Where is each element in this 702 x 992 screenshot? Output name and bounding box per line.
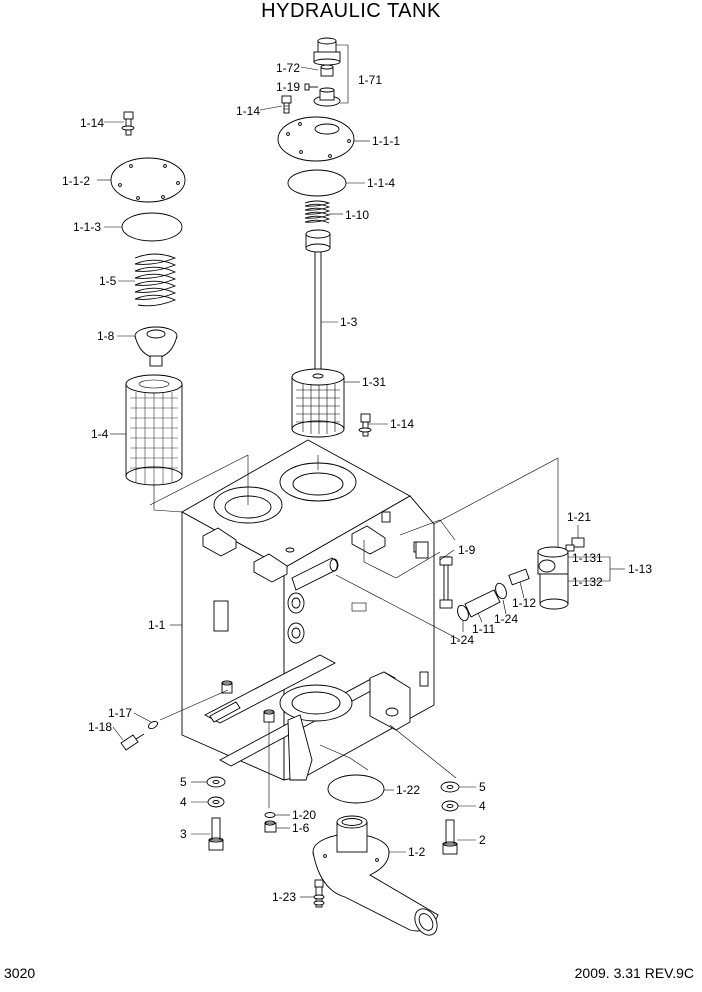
cover-plate-1-1-2 (110, 157, 186, 203)
bolt-right (358, 413, 372, 437)
callout-1-14-top-center: 1-14 (236, 104, 260, 118)
o-ring-1-17 (147, 720, 159, 730)
callout-5-right: 5 (479, 780, 486, 794)
filter-1-13 (537, 546, 569, 610)
plug-1-6 (264, 820, 277, 833)
callout-1-131: 1-131 (572, 551, 603, 565)
washer-4-left (207, 796, 225, 808)
callout-1-20: 1-20 (292, 808, 316, 822)
callout-1-18: 1-18 (88, 720, 112, 734)
bolt-top-left (121, 111, 135, 136)
fitting-1-21 (565, 537, 585, 552)
callout-1-9: 1-9 (458, 543, 476, 557)
callout-1-17: 1-17 (108, 706, 132, 720)
strainer-1-31 (291, 368, 345, 438)
callout-1-72: 1-72 (276, 61, 300, 75)
callout-1-1: 1-1 (148, 618, 166, 632)
callout-1-8: 1-8 (97, 329, 115, 343)
tank-body-1-1 (181, 439, 435, 781)
callout-1-1-2: 1-1-2 (62, 174, 90, 188)
callout-1-24-upper: 1-24 (494, 612, 518, 626)
callout-1-14-right: 1-14 (390, 417, 414, 431)
washer-4-right (441, 800, 459, 812)
valve-1-8 (134, 326, 178, 367)
washer-5-left (206, 776, 226, 788)
filter-element-1-4 (125, 374, 183, 486)
callout-1-1-4: 1-1-4 (367, 176, 395, 190)
callout-1-1-1: 1-1-1 (372, 134, 400, 148)
callout-1-31: 1-31 (362, 375, 386, 389)
callout-1-2: 1-2 (408, 845, 426, 859)
washer-5-right (440, 781, 460, 793)
callout-1-1-3: 1-1-3 (73, 220, 101, 234)
gasket-1-22 (327, 774, 385, 804)
bolt-3 (208, 817, 224, 851)
breather-assembly (304, 37, 341, 107)
callout-1-11: 1-11 (472, 622, 495, 636)
callout-1-22: 1-22 (396, 783, 420, 797)
hose-assembly (457, 568, 530, 622)
bolt-1-23 (313, 879, 325, 908)
callout-2: 2 (479, 833, 486, 847)
reference-lines (149, 454, 559, 808)
gauge-1-9 (415, 541, 453, 609)
callout-1-5: 1-5 (99, 274, 117, 288)
callout-1-19: 1-19 (276, 80, 300, 94)
callout-1-4: 1-4 (91, 427, 109, 441)
spring-1-10 (304, 200, 331, 224)
callout-1-13: 1-13 (628, 562, 652, 576)
callout-1-10: 1-10 (345, 208, 369, 222)
callout-1-23: 1-23 (272, 890, 296, 904)
callout-1-132: 1-132 (572, 575, 603, 589)
leader-lines (97, 44, 625, 898)
callout-1-71: 1-71 (358, 73, 382, 87)
callout-4-right: 4 (479, 799, 486, 813)
callout-1-24-lower: 1-24 (450, 633, 474, 647)
o-ring-1-20 (264, 812, 276, 818)
callout-labels: 1-72 1-71 1-19 1-14 1-14 1-1-1 1-1-2 1-1… (62, 61, 652, 904)
spring-1-5 (134, 253, 177, 307)
bolt-2 (442, 819, 458, 855)
bolt-top-center (281, 95, 292, 114)
callout-1-12: 1-12 (512, 596, 536, 610)
o-ring-1-1-4 (287, 169, 347, 197)
callout-3: 3 (180, 827, 187, 841)
suction-pipe-1-2 (312, 815, 439, 936)
page-title: HYDRAULIC TANK (261, 0, 441, 22)
callout-1-6: 1-6 (292, 821, 310, 835)
callout-1-21: 1-21 (567, 510, 591, 524)
callout-5-left: 5 (180, 775, 187, 789)
page-number: 3020 (4, 965, 36, 981)
callout-1-3: 1-3 (340, 315, 358, 329)
callout-1-14-top-left: 1-14 (80, 116, 104, 130)
cover-plate-1-1-1 (277, 116, 355, 162)
rod-1-3 (305, 229, 331, 373)
callout-4-left: 4 (180, 795, 187, 809)
o-ring-1-1-3 (121, 212, 183, 242)
revision-date: 2009. 3.31 REV.9C (574, 965, 694, 981)
sensor-1-18 (120, 733, 145, 751)
